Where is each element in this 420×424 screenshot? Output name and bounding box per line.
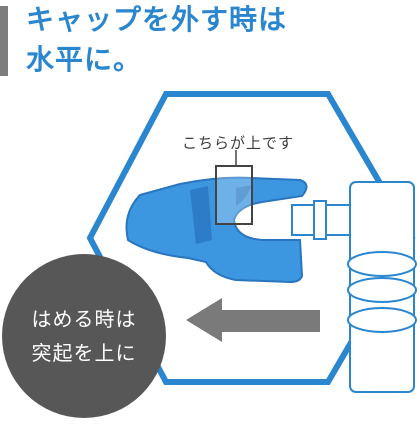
title-accent-bar <box>0 6 8 76</box>
page-title: キャップを外す時は 水平に。 <box>26 0 287 80</box>
callout-label: こちらが上です <box>182 134 295 152</box>
title-line-1: キャップを外す時は <box>26 3 288 36</box>
blue-cap <box>125 176 308 284</box>
left-arrow <box>186 298 320 342</box>
instruction-badge: はめる時は 突起を上に <box>2 254 166 418</box>
badge-line-2: 突起を上に <box>31 341 137 365</box>
title-line-2: 水平に。 <box>26 43 143 76</box>
badge-line-1: はめる時は <box>31 307 137 331</box>
faucet-pipe <box>291 181 417 393</box>
hexagon-frame <box>86 91 416 385</box>
callout-marker <box>215 150 253 225</box>
